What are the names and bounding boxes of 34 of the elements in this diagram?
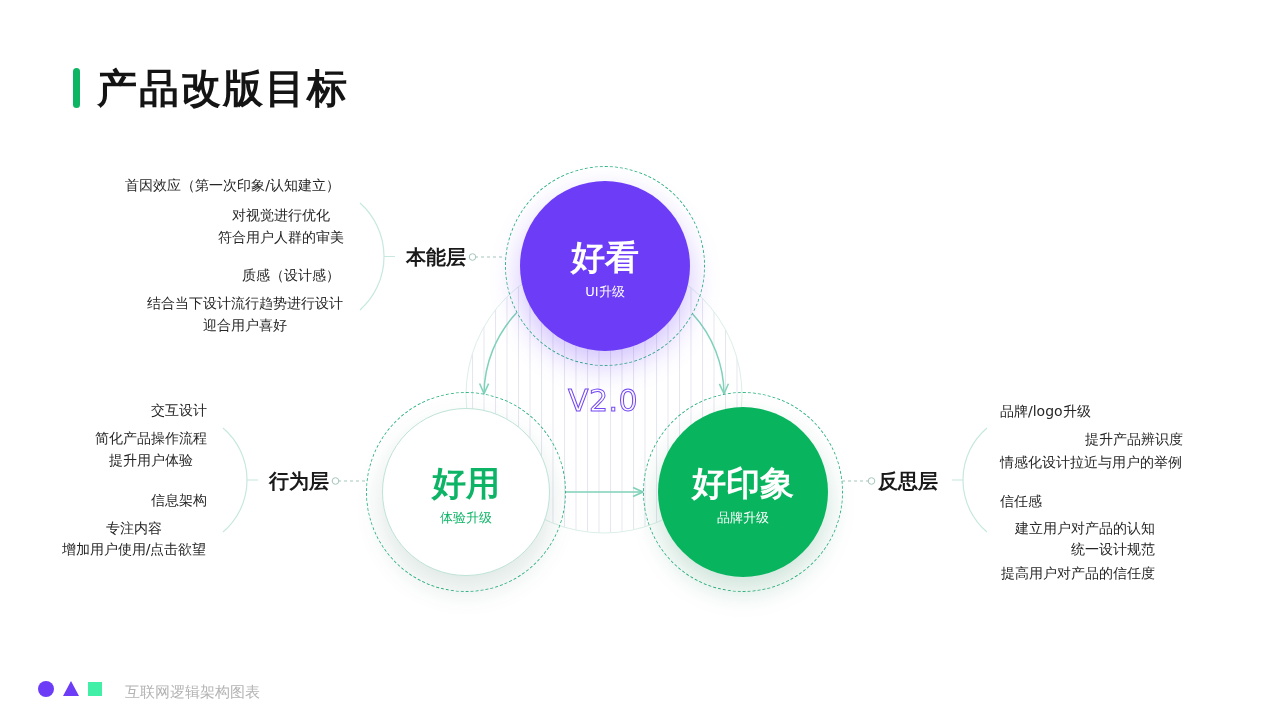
title: 产品改版目标 [97, 64, 349, 112]
item-text: 简化产品操作流程 [95, 429, 207, 448]
version-label: V2.0 [567, 383, 639, 419]
circle-subtitle: 体验升级 [440, 509, 492, 527]
circle-title: 好用 [432, 463, 500, 503]
item-text: 建立用户对产品的认知 [1015, 519, 1155, 538]
item-text: 交互设计 [151, 401, 207, 420]
item-text: 结合当下设计流行趋势进行设计 [147, 294, 343, 313]
circle-subtitle: UI升级 [585, 283, 625, 301]
item-text: 统一设计规范 [1071, 540, 1155, 559]
item-text: 信息架构 [151, 491, 207, 510]
curved-arrow [691, 313, 729, 395]
item-text: 质感（设计感） [242, 266, 340, 285]
item-text: 品牌/logo升级 [1000, 402, 1091, 421]
circle-subtitle: 品牌升级 [717, 509, 769, 527]
circle-title: 好看 [571, 237, 639, 277]
item-text: 首因效应（第一次印象/认知建立） [125, 176, 340, 195]
item-text: 信任感 [1000, 492, 1042, 511]
footer-text: 互联网逻辑架构图表 [125, 682, 260, 702]
item-text: 符合用户人群的审美 [218, 228, 344, 247]
item-text: 提升产品辨识度 [1085, 430, 1183, 449]
arrow [565, 486, 644, 498]
item-text: 专注内容 [106, 519, 162, 538]
item-text: 增加用户使用/点击欲望 [61, 540, 207, 559]
item-text: 提高用户对产品的信任度 [1001, 564, 1155, 583]
layer-label: 本能层 [406, 243, 466, 271]
item-text: 提升用户体验 [109, 451, 193, 470]
layer-label: 行为层 [269, 467, 329, 495]
circle-title: 好印象 [692, 463, 794, 503]
item-text: 迎合用户喜好 [203, 316, 287, 335]
curved-arrow [479, 312, 518, 395]
item-text: 对视觉进行优化 [232, 206, 330, 225]
item-text: 情感化设计拉近与用户的举例 [1000, 453, 1182, 472]
layer-label: 反思层 [878, 467, 938, 495]
